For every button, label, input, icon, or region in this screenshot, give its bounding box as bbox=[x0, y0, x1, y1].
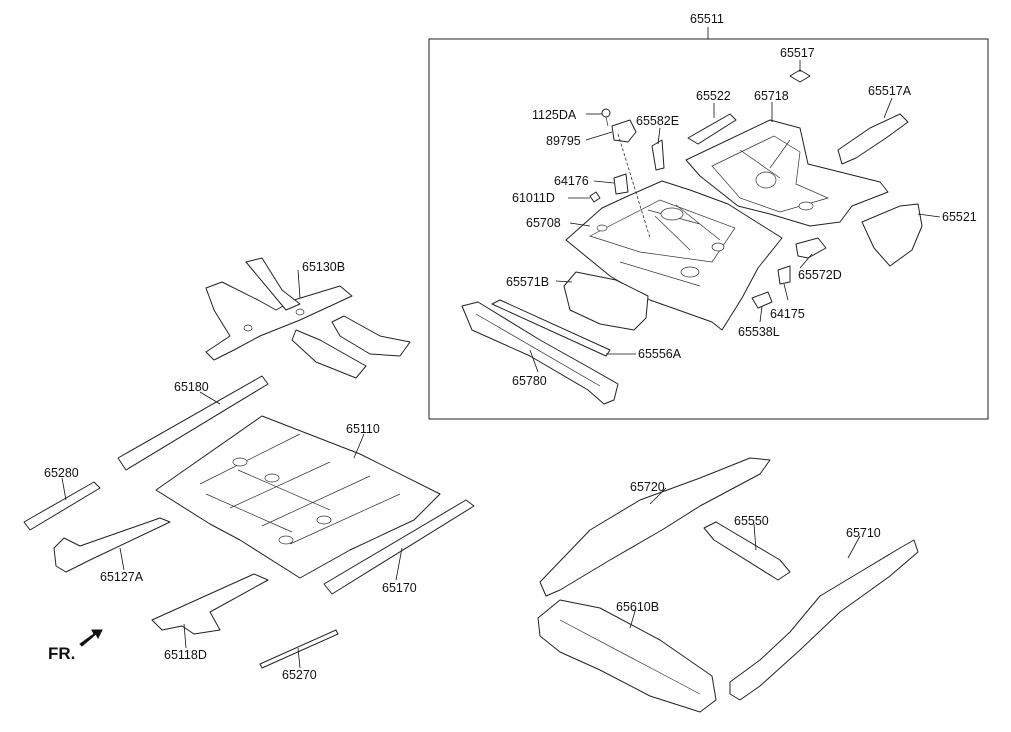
part-65110-center-floor[interactable] bbox=[155, 415, 441, 579]
part-65517[interactable] bbox=[789, 69, 811, 83]
part-65170[interactable] bbox=[323, 499, 475, 595]
label-65538L[interactable]: 65538L bbox=[738, 325, 780, 339]
label-65708[interactable]: 65708 bbox=[526, 216, 561, 230]
part-65708-rear-floor-pan[interactable] bbox=[565, 180, 783, 331]
part-65538L[interactable] bbox=[751, 291, 773, 309]
part-65571B[interactable] bbox=[563, 271, 649, 331]
part-1125DA-bolt[interactable] bbox=[601, 108, 611, 127]
part-65610B-cross-member[interactable] bbox=[537, 599, 717, 713]
part-65572D[interactable] bbox=[795, 237, 827, 259]
label-65280[interactable]: 65280 bbox=[44, 466, 79, 480]
label-65610B[interactable]: 65610B bbox=[616, 600, 660, 614]
part-65127A[interactable] bbox=[53, 517, 171, 573]
label-65572D[interactable]: 65572D bbox=[798, 268, 842, 282]
part-89795[interactable] bbox=[611, 119, 637, 143]
part-65720[interactable] bbox=[539, 457, 771, 597]
label-65582E[interactable]: 65582E bbox=[636, 114, 680, 128]
label-65517A[interactable]: 65517A bbox=[868, 84, 912, 98]
label-1125DA[interactable]: 1125DA bbox=[532, 108, 577, 122]
part-65270[interactable] bbox=[259, 629, 339, 669]
forward-arrow-icon bbox=[79, 629, 103, 647]
label-65522[interactable]: 65522 bbox=[696, 89, 731, 103]
part-65180[interactable] bbox=[117, 375, 269, 471]
part-65582E[interactable] bbox=[651, 139, 665, 171]
label-65127A[interactable]: 65127A bbox=[100, 570, 144, 584]
assembly-box-65511 bbox=[428, 38, 989, 420]
label-65521[interactable]: 65521 bbox=[942, 210, 977, 224]
part-65280[interactable] bbox=[23, 481, 101, 531]
part-65710[interactable] bbox=[729, 539, 919, 701]
part-65556A[interactable] bbox=[491, 299, 611, 357]
part-65517A[interactable] bbox=[837, 113, 909, 165]
label-65571B[interactable]: 65571B bbox=[506, 275, 550, 289]
part-65522[interactable] bbox=[687, 113, 737, 145]
label-65556A[interactable]: 65556A bbox=[638, 347, 682, 361]
label-64176[interactable]: 64176 bbox=[554, 174, 589, 188]
label-65720[interactable]: 65720 bbox=[630, 480, 665, 494]
part-65550[interactable] bbox=[703, 521, 791, 581]
part-64176[interactable] bbox=[613, 173, 629, 195]
front-direction-label: FR. bbox=[48, 644, 76, 663]
label-65270[interactable]: 65270 bbox=[282, 668, 317, 682]
label-65780[interactable]: 65780 bbox=[512, 374, 547, 388]
label-65517[interactable]: 65517 bbox=[780, 46, 815, 60]
part-64175[interactable] bbox=[777, 265, 791, 285]
label-65718[interactable]: 65718 bbox=[754, 89, 789, 103]
label-65130B[interactable]: 65130B bbox=[302, 260, 346, 274]
part-65718-rear-floor[interactable] bbox=[685, 119, 889, 227]
label-65180[interactable]: 65180 bbox=[174, 380, 209, 394]
part-61011D[interactable] bbox=[589, 191, 601, 203]
label-89795[interactable]: 89795 bbox=[546, 134, 581, 148]
leader-lines bbox=[61, 60, 941, 669]
label-65118D[interactable]: 65118D bbox=[164, 648, 207, 662]
part-65130B-cross-member[interactable] bbox=[205, 257, 411, 379]
label-64175[interactable]: 64175 bbox=[770, 307, 805, 321]
part-65118D[interactable] bbox=[151, 573, 269, 635]
label-65511[interactable]: 65511 bbox=[690, 12, 724, 26]
label-65110[interactable]: 65110 bbox=[346, 422, 380, 436]
label-65710[interactable]: 65710 bbox=[846, 526, 881, 540]
part-65780-rear-member[interactable] bbox=[461, 301, 619, 405]
part-65521[interactable] bbox=[861, 203, 923, 267]
label-65550[interactable]: 65550 bbox=[734, 514, 769, 528]
label-61011D[interactable]: 61011D bbox=[512, 191, 555, 205]
label-65170[interactable]: 65170 bbox=[382, 581, 417, 595]
